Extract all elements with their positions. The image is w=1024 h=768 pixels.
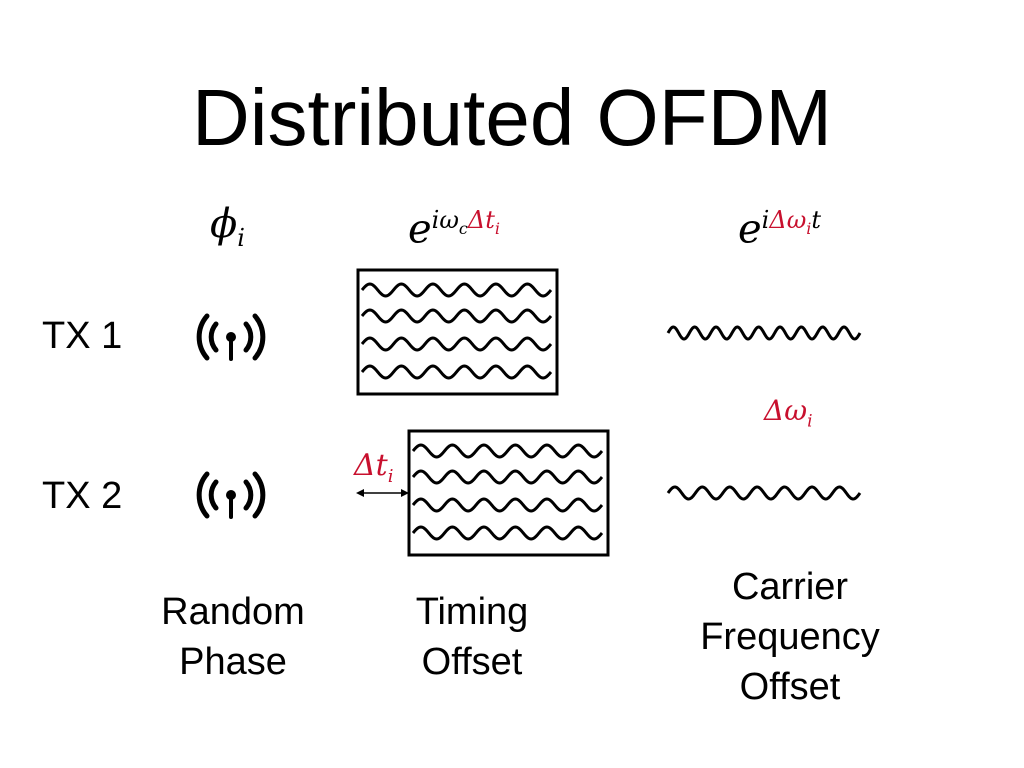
slide-title: Distributed OFDM [191, 73, 833, 162]
tx1-label: TX 1 [42, 315, 123, 357]
phase-symbol: ϕ [210, 201, 238, 247]
subcarrier-wave [360, 364, 553, 380]
tx2-label: TX 2 [42, 475, 123, 517]
timing-sup-sub: c [458, 218, 468, 238]
delta-omega-sub: i [807, 411, 813, 432]
caption-random-phase: Random Phase [161, 591, 305, 683]
delta-omega-label: Δωi [764, 394, 813, 439]
delta-t-symbol: Δt [354, 448, 388, 483]
timing-base: e [408, 206, 432, 253]
delta-omega-symbol: Δω [764, 394, 808, 427]
timing-sup-red: Δt [467, 206, 495, 234]
caption-carrier-frequency-offset: Carrier Frequency Offset [700, 566, 880, 708]
subcarrier-wave [360, 282, 553, 298]
ofdm-box-tx1 [356, 268, 559, 396]
subcarrier-wave [360, 308, 553, 324]
antenna-icon [196, 313, 266, 361]
cfo-base: e [738, 206, 762, 253]
cfo-sup-tail: t [811, 206, 822, 234]
carrier-wave-tx2 [666, 485, 862, 501]
timing-formula: eiωcΔti [408, 190, 500, 259]
cfo-sup-red-sub: i [806, 218, 812, 238]
phase-formula: ϕi [210, 200, 245, 262]
delta-t-label: Δti [354, 448, 394, 495]
antenna-icon [196, 471, 266, 519]
timing-sup-black: iω [431, 206, 459, 234]
subcarrier-wave [360, 336, 553, 352]
subcarrier-waves-tx1 [360, 282, 553, 380]
cfo-formula: eiΔωit [738, 190, 821, 259]
subcarrier-wave [411, 497, 604, 513]
carrier-wave-tx1 [666, 325, 862, 341]
subcarrier-wave [411, 469, 604, 485]
subcarrier-wave [411, 525, 604, 541]
phase-sub: i [237, 224, 245, 252]
cfo-sup-black: i [761, 206, 770, 234]
timing-offset-arrow [356, 489, 409, 497]
cfo-sup-red: Δω [769, 206, 807, 234]
timing-sup-red-sub: i [494, 218, 500, 238]
caption-timing-offset: Timing Offset [415, 591, 529, 683]
delta-t-sub: i [387, 466, 394, 487]
subcarrier-wave [411, 443, 604, 459]
subcarrier-waves-tx2 [411, 443, 604, 541]
